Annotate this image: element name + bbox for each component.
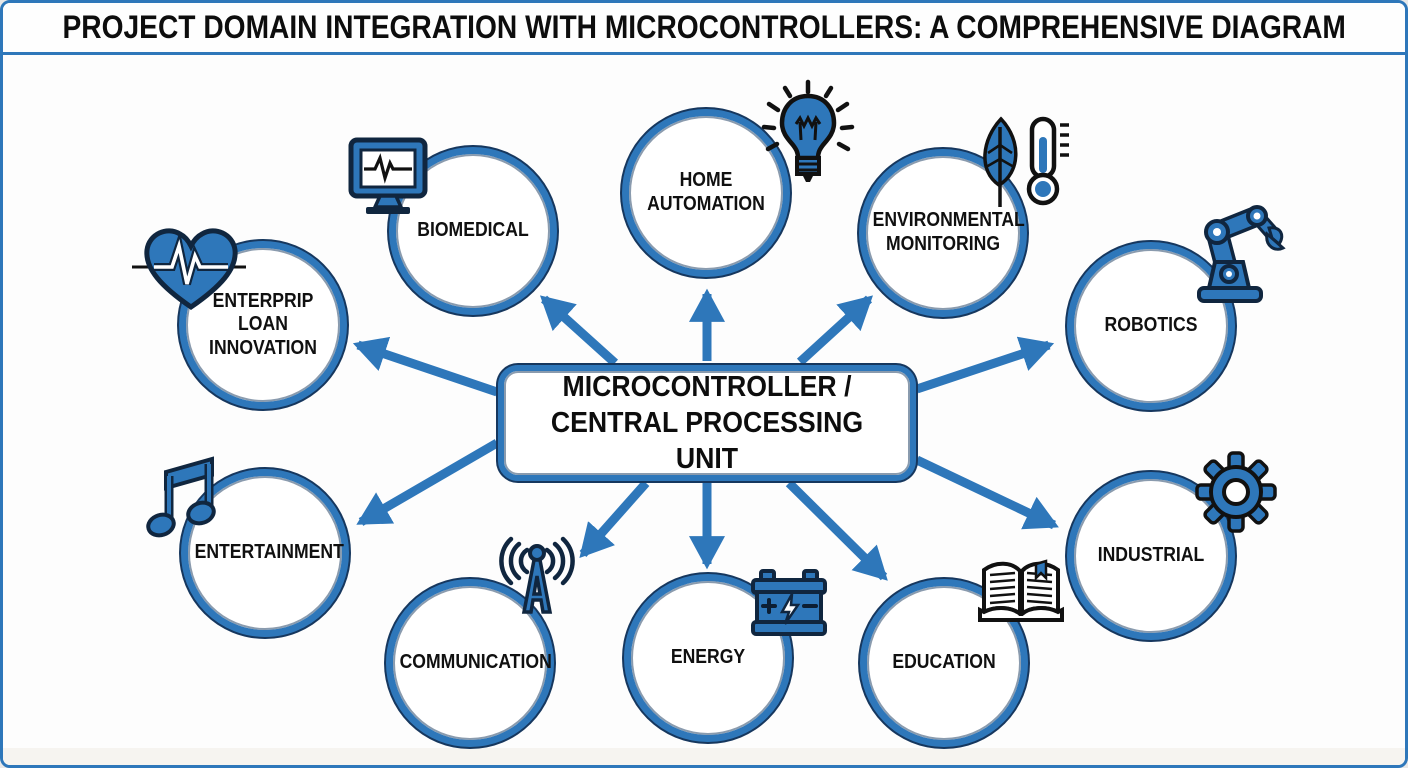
robot-arm-icon: [1197, 205, 1286, 303]
node-label: ENVIRONMENTAL MONITORING: [872, 209, 1025, 255]
microcontroller-central-box: MICROCONTROLLER / CENTRAL PROCESSING UNI…: [498, 365, 916, 481]
bottom-strip: [3, 748, 1405, 765]
arrow-to-enterprip: [352, 336, 499, 397]
arrow-to-education: [785, 479, 888, 581]
node-biomedical: BIOMEDICAL: [348, 137, 557, 315]
title-bar: PROJECT DOMAIN INTEGRATION WITH MICROCON…: [3, 3, 1405, 55]
diagram-canvas: MICROCONTROLLER / CENTRAL PROCESSING UNI…: [3, 58, 1405, 765]
node-enterprip-loan-innovation: ENTERPRIP LOAN INNOVATION: [132, 228, 347, 409]
node-entertainment: ENTERTAINMENT: [146, 456, 349, 637]
medical-monitor-icon: [348, 137, 428, 214]
arrow-to-communication: [579, 480, 650, 559]
node-communication: COMMUNICATION: [386, 536, 575, 747]
arrow-to-entertainment: [356, 439, 500, 526]
heart-pulse-icon: [132, 228, 246, 311]
arrow-to-industrial: [915, 455, 1059, 530]
node-home-automation: HOME AUTOMATION: [622, 79, 855, 277]
node-environmental-monitoring: ENVIRONMENTAL MONITORING: [859, 116, 1069, 317]
gear-icon: [1195, 451, 1277, 533]
node-robotics: ROBOTICS: [1067, 205, 1286, 410]
node-label: BIOMEDICAL: [417, 219, 529, 242]
arrow-to-environmental-monitoring: [796, 295, 873, 366]
node-label: HOME AUTOMATION: [647, 169, 765, 215]
node-education: EDUCATION: [860, 559, 1064, 747]
lightbulb-icon: [761, 79, 855, 182]
node-label: ROBOTICS: [1104, 314, 1198, 337]
node-label: ENERGY: [670, 646, 746, 669]
node-label: ENTERTAINMENT: [194, 541, 344, 564]
antenna-icon: [499, 536, 575, 614]
page-title: PROJECT DOMAIN INTEGRATION WITH MICROCON…: [62, 9, 1346, 45]
node-energy: ENERGY: [624, 569, 827, 742]
arrow-to-robotics: [915, 336, 1055, 394]
node-industrial: INDUSTRIAL: [1067, 451, 1277, 640]
node-label: COMMUNICATION: [399, 651, 552, 674]
center-box-label: MICROCONTROLLER / CENTRAL PROCESSING UNI…: [550, 370, 864, 476]
battery-icon: [751, 569, 827, 636]
open-book-icon: [978, 559, 1064, 622]
arrow-to-biomedical: [539, 295, 619, 367]
music-note-icon: [146, 456, 216, 538]
node-label: INDUSTRIAL: [1097, 544, 1205, 567]
node-label: ENTERPRIP LOAN INNOVATION: [209, 289, 317, 359]
leaf-thermometer-icon: [983, 116, 1069, 207]
node-label: EDUCATION: [892, 651, 996, 674]
